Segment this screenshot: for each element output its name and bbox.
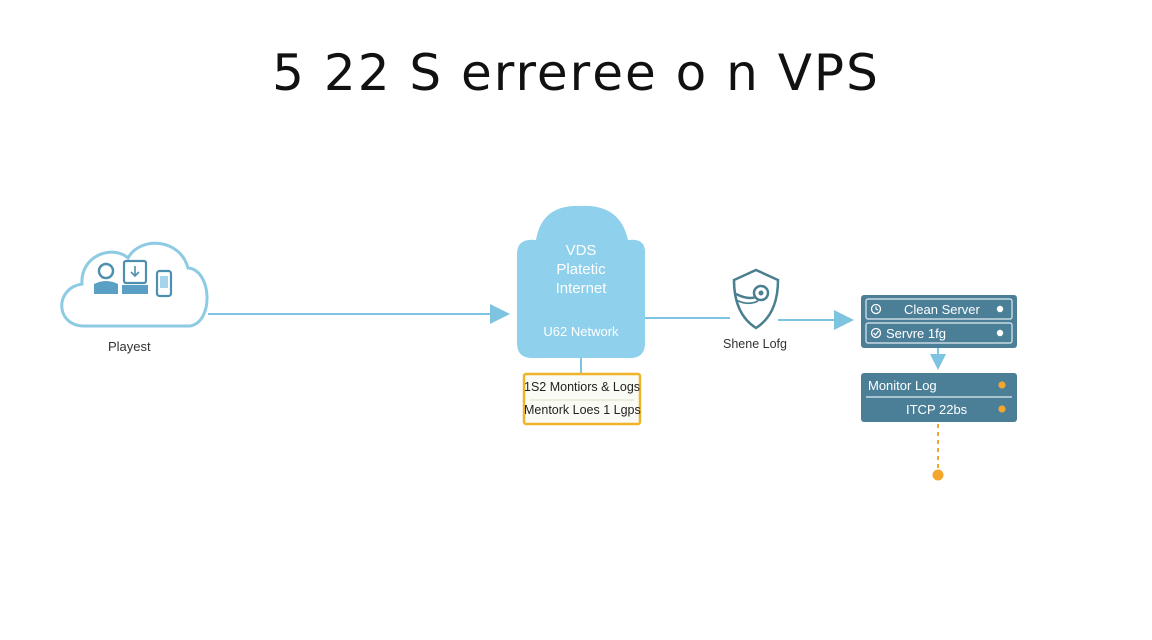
status-dot-icon — [998, 405, 1006, 413]
log-row-2-label: ITCP 22bs — [906, 402, 968, 417]
vps-label-line-2: Platetic — [556, 261, 606, 278]
vps-network-label: U62 Network — [543, 324, 619, 339]
vps-label-line-3: Internet — [555, 280, 607, 297]
person-icon — [94, 262, 118, 294]
endpoint-dot — [932, 469, 944, 481]
check-icon — [870, 327, 882, 339]
phone-icon — [155, 269, 173, 298]
client-cloud — [60, 241, 209, 328]
clock-icon — [870, 303, 882, 315]
monitor-box — [522, 372, 642, 426]
log-row-1-label: Monitor Log — [868, 378, 937, 393]
status-dot-icon — [996, 329, 1004, 337]
shield-icon — [732, 268, 780, 330]
log-panel — [861, 373, 1017, 422]
server-row-1 — [865, 298, 1013, 320]
client-label: Playest — [108, 339, 151, 354]
monitor-line-1: 1S2 Montiors & Logs — [524, 380, 641, 394]
monitor-line-2: Mentork Loes 1 Lgps — [524, 403, 641, 417]
monitor-icon — [122, 259, 148, 294]
status-dot-icon — [998, 381, 1006, 389]
server-row-2 — [865, 322, 1013, 344]
shield-label: Shene Lofg — [723, 337, 787, 351]
server-row-2-label: Servre 1fg — [886, 326, 946, 341]
status-dot-icon — [996, 305, 1004, 313]
server-panel — [861, 295, 1017, 348]
title: 5 22 S errerее o n VPS — [272, 44, 880, 102]
vps-node — [517, 205, 645, 358]
server-row-1-label: Clean Server — [904, 302, 980, 317]
vps-label-line-1: VDS — [565, 242, 597, 259]
